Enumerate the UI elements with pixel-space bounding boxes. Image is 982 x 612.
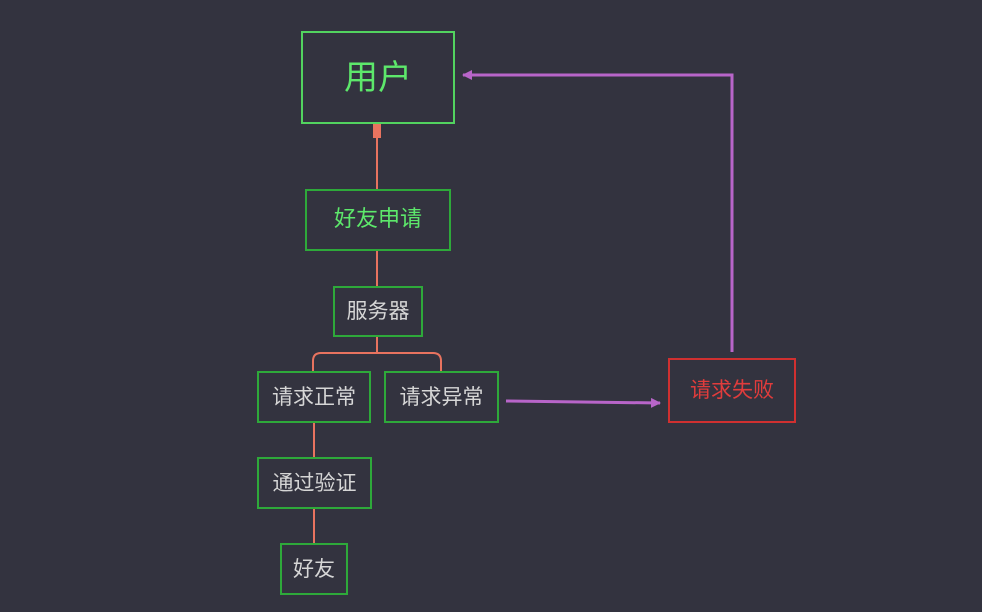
node-friend[interactable]: 好友 [280,543,348,595]
node-user[interactable]: 用户 [301,31,455,124]
node-request-error[interactable]: 请求异常 [384,371,499,423]
node-request-error-label: 请求异常 [399,384,484,409]
node-request-failed[interactable]: 请求失败 [668,358,796,423]
node-server-label: 服务器 [346,299,410,323]
node-friend-request[interactable]: 好友申请 [305,189,451,251]
node-verified-label: 通过验证 [272,470,357,495]
node-friend-label: 好友 [293,556,335,581]
arrow-error-to-failed[interactable] [505,397,661,408]
collapse-handle[interactable] [373,124,381,138]
node-user-label: 用户 [344,57,412,98]
node-server[interactable]: 服务器 [333,286,423,337]
node-friend-request-label: 好友申请 [333,207,422,232]
node-verified[interactable]: 通过验证 [257,457,372,509]
node-request-ok-label: 请求正常 [272,384,356,409]
arrow-failed-to-user[interactable] [462,70,734,352]
node-request-ok[interactable]: 请求正常 [257,371,371,423]
connector-server-branches [312,337,442,371]
node-request-failed-label: 请求失败 [690,378,774,402]
